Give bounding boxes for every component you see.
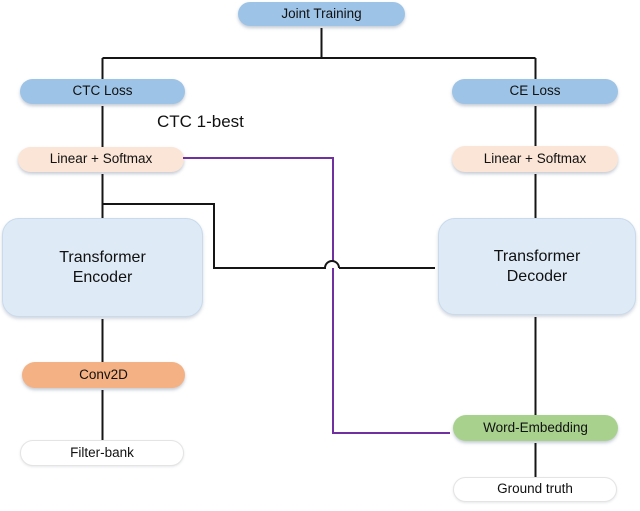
conv2d-label: Conv2D <box>79 366 128 382</box>
transformer-decoder-label: Transformer Decoder <box>493 247 581 285</box>
node-ctc-loss: CTC Loss <box>20 79 185 104</box>
node-transformer-decoder: Transformer Decoder <box>438 218 636 315</box>
linear-softmax-encoder-label: Linear + Softmax <box>49 151 153 167</box>
node-joint-training: Joint Training <box>238 2 405 26</box>
node-word-embedding: Word-Embedding <box>453 415 618 441</box>
node-filter-bank: Filter-bank <box>20 440 184 466</box>
node-linear-softmax-decoder: Linear + Softmax <box>452 146 618 172</box>
line-hop-mask <box>325 261 339 268</box>
node-conv2d: Conv2D <box>22 362 185 388</box>
ctc-1best-path <box>183 157 450 434</box>
ground-truth-label: Ground truth <box>497 481 573 497</box>
transformer-encoder-label: Transformer Encoder <box>59 248 146 286</box>
node-ce-loss: CE Loss <box>452 79 618 104</box>
word-embedding-label: Word-Embedding <box>483 419 588 435</box>
ctc-loss-label: CTC Loss <box>72 83 133 99</box>
ctc-1best-annotation: CTC 1-best <box>157 112 244 131</box>
line-hop-arc <box>324 260 340 269</box>
node-linear-softmax-encoder: Linear + Softmax <box>18 147 184 172</box>
ce-loss-label: CE Loss <box>509 83 561 99</box>
joint-training-label: Joint Training <box>281 5 362 21</box>
node-transformer-encoder: Transformer Encoder <box>2 218 203 317</box>
filter-bank-label: Filter-bank <box>70 444 134 460</box>
node-ground-truth: Ground truth <box>453 477 617 502</box>
linear-softmax-decoder-label: Linear + Softmax <box>483 150 587 166</box>
